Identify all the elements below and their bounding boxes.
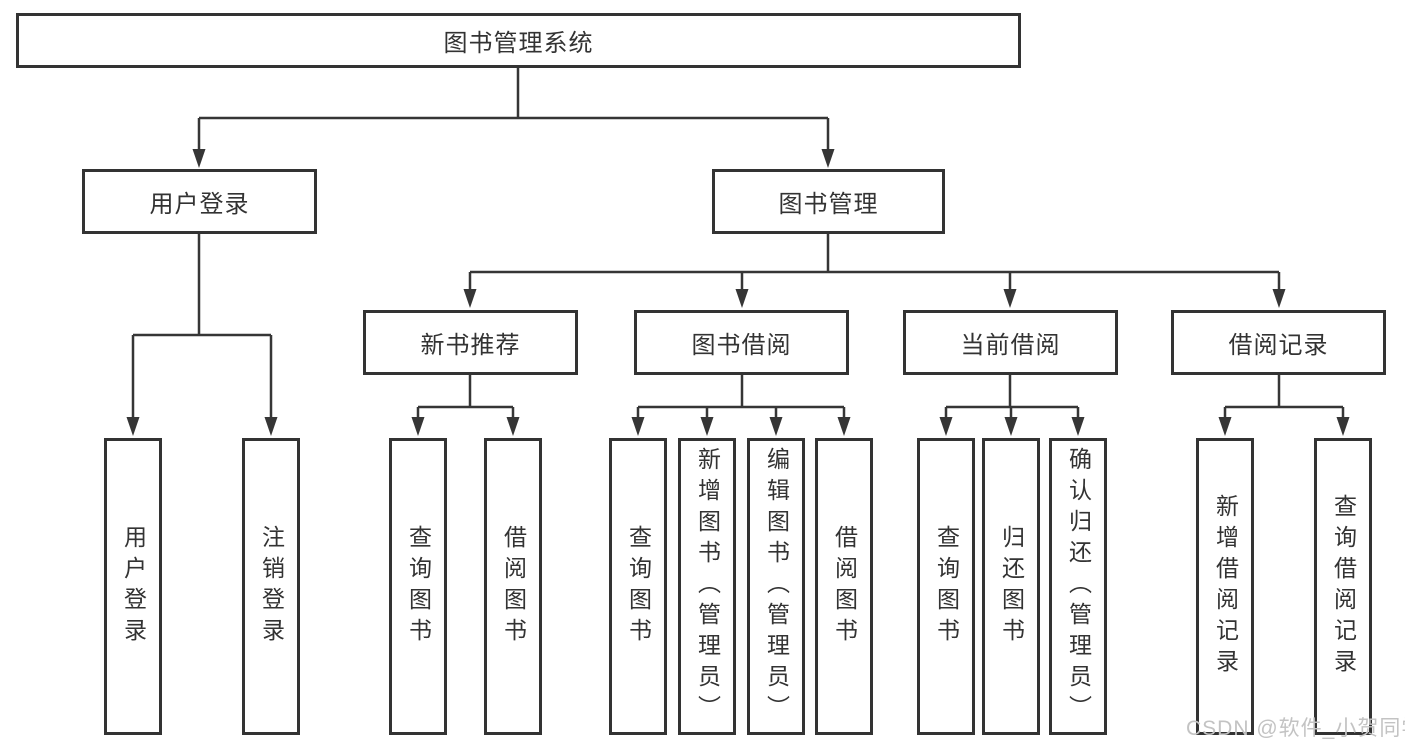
leaf-add-borrow-record: 新增借阅记录 (1196, 438, 1254, 735)
node-current-borrowing: 当前借阅 (903, 310, 1118, 375)
leaf-borrow-books-2: 借阅图书 (815, 438, 873, 735)
node-borrowing-records: 借阅记录 (1171, 310, 1386, 375)
watermark: CSDN @软件_小贺同学 (1186, 717, 1405, 740)
leaf-user-login: 用户登录 (104, 438, 162, 735)
leaf-query-books-3: 查询图书 (917, 438, 975, 735)
node-book-management: 图书管理 (712, 169, 945, 234)
leaf-add-book-admin: 新增图书（管理员） (678, 438, 736, 735)
leaf-edit-book-admin: 编辑图书（管理员） (747, 438, 805, 735)
leaf-borrow-books-1: 借阅图书 (484, 438, 542, 735)
node-user-login: 用户登录 (82, 169, 317, 234)
node-library-management-system: 图书管理系统 (16, 13, 1021, 68)
node-new-book-recommend: 新书推荐 (363, 310, 578, 375)
leaf-query-books-2: 查询图书 (609, 438, 667, 735)
leaf-logout: 注销登录 (242, 438, 300, 735)
leaf-query-books-1: 查询图书 (389, 438, 447, 735)
node-book-borrowing: 图书借阅 (634, 310, 849, 375)
leaf-return-books: 归还图书 (982, 438, 1040, 735)
leaf-query-borrow-record: 查询借阅记录 (1314, 438, 1372, 735)
leaf-confirm-return-admin: 确认归还（管理员） (1049, 438, 1107, 735)
